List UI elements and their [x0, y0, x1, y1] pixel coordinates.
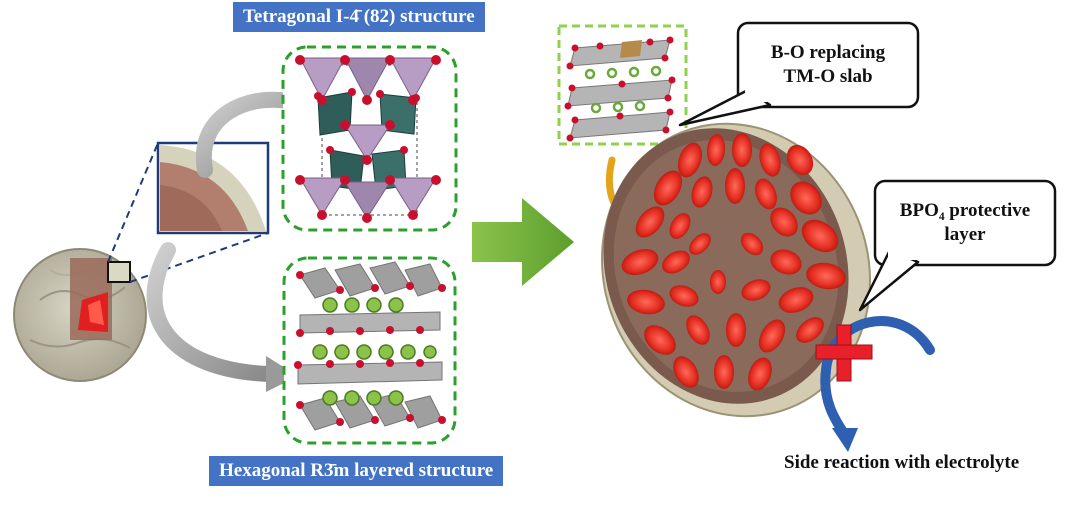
bo-slab-inset — [557, 24, 688, 146]
green-transition-arrow — [472, 198, 574, 286]
bpo4-callout-line1: BPO₄ protective — [899, 200, 1031, 221]
bpo4-callout-line2: layer — [944, 224, 986, 245]
zoom-inset — [156, 141, 270, 235]
zoom-marker-box — [107, 261, 131, 283]
callout-bpo4-bubble — [858, 179, 1057, 312]
bpo4-callout-text: BPO₄ protective layer — [875, 199, 1055, 247]
bo-callout-text: B-O replacing TM-O slab — [738, 41, 918, 89]
hexagonal-label: Hexagonal R3̄m layered structure — [209, 456, 504, 486]
hexagonal-structure-box — [282, 256, 457, 445]
bo-callout-line1: B-O replacing — [770, 42, 886, 63]
tetragonal-label: Tetragonal I-4̄ (82) structure — [233, 2, 485, 32]
callout-bo-bubble — [678, 21, 920, 127]
tetragonal-structure-box — [281, 45, 458, 232]
grey-arrow-to-hexagonal — [146, 242, 298, 392]
side-reaction-label: Side reaction with electrolyte — [784, 452, 1020, 473]
red-cross-icon — [815, 324, 873, 382]
bo-callout-line2: TM-O slab — [783, 66, 873, 87]
coated-particle — [601, 122, 871, 418]
